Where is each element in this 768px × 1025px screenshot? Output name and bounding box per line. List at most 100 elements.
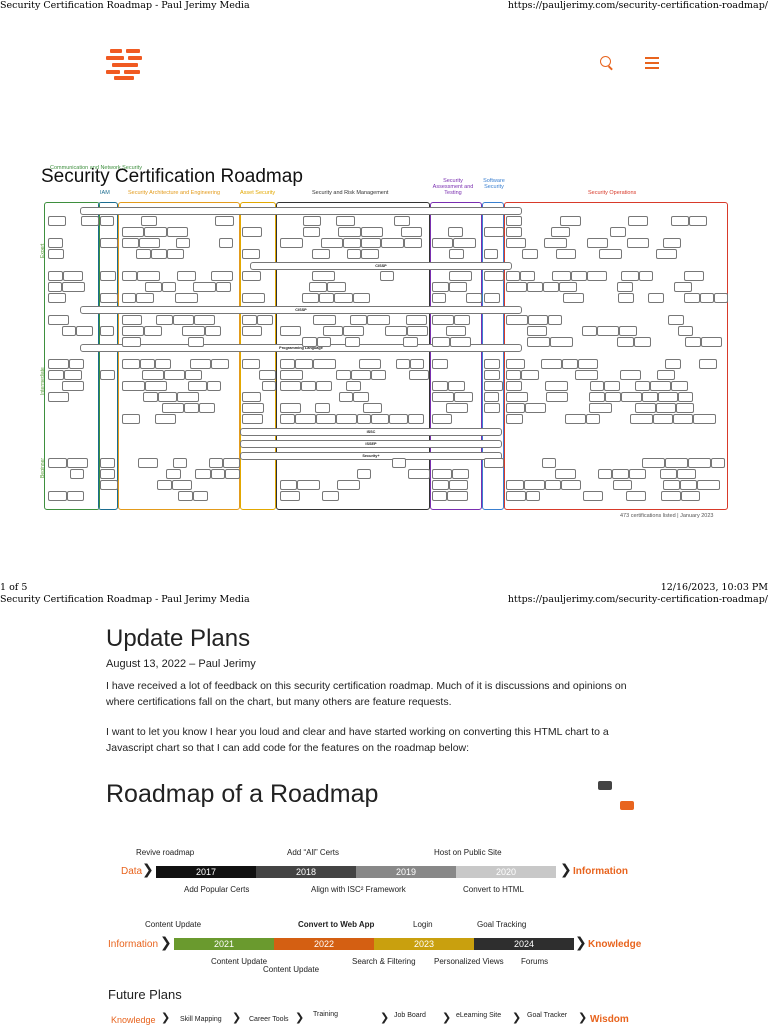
cert-box	[317, 337, 331, 347]
cert-box	[313, 315, 336, 325]
cert-box	[347, 249, 361, 259]
cert-box	[338, 227, 361, 237]
year-segment: 2024	[474, 938, 574, 950]
cert-box	[408, 469, 430, 479]
cert-box	[242, 315, 257, 325]
cert-box	[143, 392, 158, 402]
roadmap-image-title: Roadmap of a Roadmap	[106, 780, 379, 808]
cert-box	[67, 491, 84, 501]
cert-box	[151, 249, 167, 259]
future-item: Training	[313, 1011, 339, 1018]
cert-box	[448, 227, 463, 237]
cert-box	[177, 392, 199, 402]
cert-box	[452, 469, 469, 479]
cert-box	[122, 414, 140, 424]
cert-box	[209, 458, 223, 468]
cert-box	[541, 359, 562, 369]
row1-end-label: Information	[573, 866, 628, 877]
cert-box	[70, 469, 84, 479]
cert-box	[484, 271, 504, 281]
search-icon[interactable]	[600, 56, 611, 67]
cert-box	[526, 491, 540, 501]
cert-box	[617, 337, 634, 347]
cert-box	[295, 359, 313, 369]
chevron-right-icon: ❯	[575, 935, 587, 951]
cert-box	[122, 293, 136, 303]
cert-box	[48, 249, 64, 259]
cert-box	[280, 381, 301, 391]
cert-box	[316, 414, 336, 424]
cert-box	[392, 458, 406, 468]
cert-box	[506, 480, 524, 490]
cert-box	[199, 403, 215, 413]
cert-box	[280, 414, 295, 424]
domain-label: Security and Risk Management	[312, 190, 389, 196]
cert-box	[343, 238, 361, 248]
cert-box	[337, 480, 360, 490]
cert-box	[406, 315, 427, 325]
chevron-right-icon: ❯	[295, 1011, 305, 1024]
cert-box	[484, 359, 500, 369]
milestone-label: Search & Filtering	[352, 957, 416, 966]
milestone-label: Login	[413, 920, 433, 929]
print-page-number: 1 of 5	[0, 582, 28, 593]
cert-box	[67, 458, 88, 468]
cert-box	[688, 458, 711, 468]
cert-box	[634, 337, 651, 347]
cert-box	[353, 392, 369, 402]
cert-box	[122, 359, 140, 369]
hamburger-menu-icon[interactable]	[645, 57, 659, 69]
cert-box	[140, 359, 155, 369]
domain-label: IAM	[100, 190, 110, 196]
roadmap-chart-title: Security Certification Roadmap	[41, 166, 303, 187]
cert-box	[309, 282, 327, 292]
roadmap-footnote: 473 certifications listed | January 2023	[620, 513, 714, 519]
cert-band: Security+	[240, 452, 502, 460]
cert-box	[448, 381, 465, 391]
cert-box	[684, 293, 700, 303]
cert-box	[155, 359, 171, 369]
cert-box	[280, 359, 295, 369]
cert-box	[223, 458, 240, 468]
cert-box	[219, 238, 233, 248]
cert-box	[674, 282, 692, 292]
cert-box	[122, 238, 139, 248]
cert-box	[506, 491, 526, 501]
cert-box	[527, 282, 543, 292]
cert-box	[711, 458, 725, 468]
cert-box	[656, 403, 676, 413]
cert-box	[528, 315, 548, 325]
cert-box	[321, 238, 343, 248]
cert-box	[176, 238, 190, 248]
cert-box	[551, 227, 570, 237]
cert-box	[336, 216, 355, 226]
cert-box	[207, 381, 221, 391]
chevron-right-icon: ❯	[380, 1011, 390, 1024]
cert-box	[394, 216, 410, 226]
cert-box	[100, 480, 118, 490]
cert-box	[48, 359, 69, 369]
cert-box	[520, 271, 535, 281]
milestone-label: Add “All” Certs	[287, 848, 340, 857]
cert-box	[62, 282, 85, 292]
cert-box	[136, 249, 151, 259]
cert-box	[678, 326, 693, 336]
cert-box	[367, 315, 390, 325]
cert-box	[48, 491, 67, 501]
cert-box	[546, 392, 568, 402]
cert-box	[582, 326, 597, 336]
cert-box	[571, 271, 587, 281]
cert-box	[173, 458, 187, 468]
cert-box	[302, 337, 317, 347]
cert-box	[527, 337, 550, 347]
cert-box	[280, 491, 300, 501]
site-logo[interactable]	[106, 47, 144, 80]
cert-box	[432, 337, 450, 347]
cert-box	[681, 491, 700, 501]
cert-box	[521, 370, 539, 380]
cert-box	[195, 469, 211, 479]
cert-box	[657, 370, 675, 380]
cert-box	[62, 381, 84, 391]
cert-box	[100, 469, 115, 479]
cert-box	[145, 282, 162, 292]
